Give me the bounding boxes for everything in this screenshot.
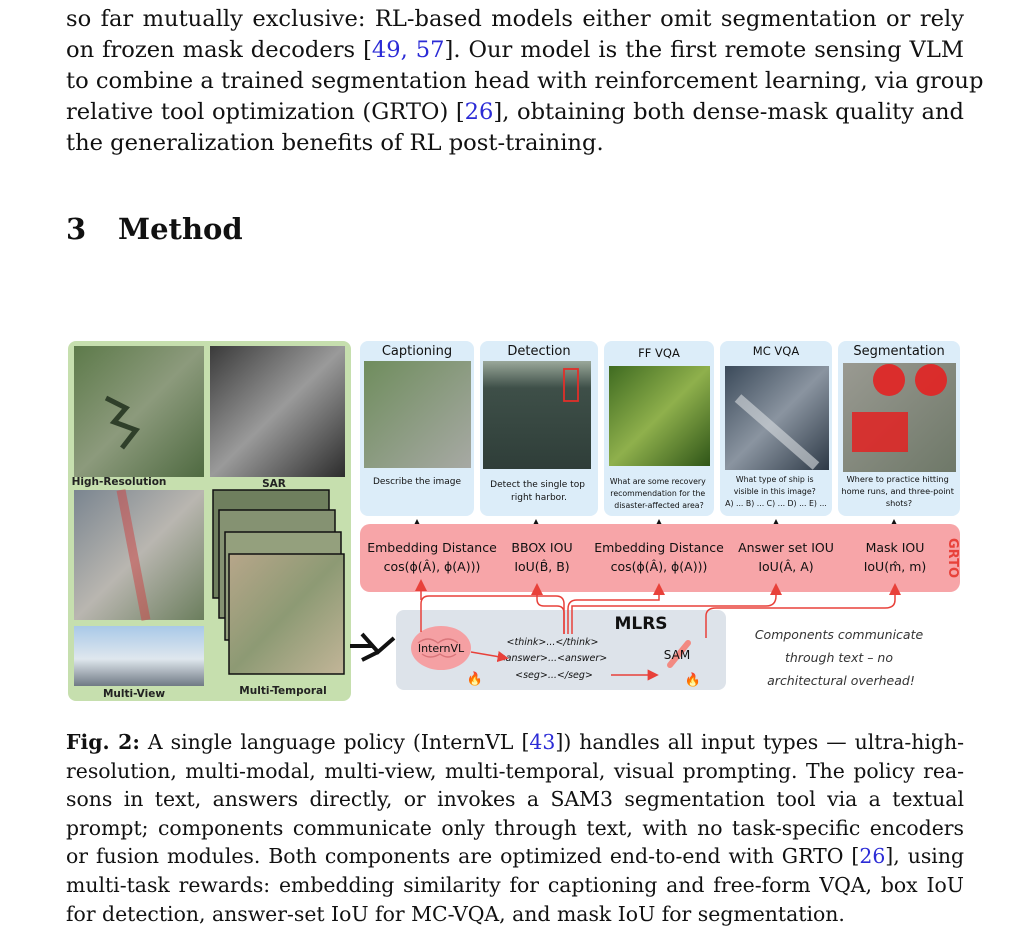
multi-view-image [74, 626, 204, 686]
formula-ffvqa: cos(ϕ(Â), ϕ(A))) [611, 559, 708, 574]
intro-line-4: relative tool optimization (GRTO) [26], … [66, 99, 964, 125]
multi-view-label: Multi-View [103, 688, 165, 700]
detection-prompt: Detect the single top right harbor. [490, 480, 588, 503]
detection-bbox [563, 368, 579, 402]
formula-segmentation: IoU(m̂, m) [864, 559, 927, 574]
token-tags: <think>...</think> <answer>...<answer> <… [498, 637, 611, 681]
policy-label: InternVL [418, 642, 465, 655]
grto-label: GRTO [945, 538, 960, 578]
captioning-prompt: Describe the image [373, 477, 462, 487]
sar-label: SAR [262, 478, 286, 490]
reward-mcvqa: Answer set IOU [738, 540, 834, 555]
intro-line-1: so far mutually exclusive: RL-based mode… [66, 6, 964, 32]
citation-link[interactable]: 26 [464, 99, 494, 125]
brain-icon [411, 626, 471, 670]
flame-icon: 🔥 [685, 672, 701, 688]
multi-temporal-label: Multi-Temporal [239, 685, 326, 697]
mcvqa-prompt: What type of ship is visible in this ima… [725, 475, 827, 508]
reward-captioning: Embedding Distance [367, 540, 497, 555]
tool-label: SAM [664, 648, 690, 662]
reward-band: Embedding Distance BBOX IOU Embedding Di… [360, 524, 960, 592]
intro-line-2: on frozen mask decoders [49, 57]. Our mo… [66, 37, 964, 63]
sam-pen-icon [667, 640, 691, 668]
section-heading: 3 Method [66, 212, 243, 246]
task-title-captioning: Captioning [382, 344, 452, 359]
method-figure: High-Resolution SAR Multi-View Multi-Tem… [66, 338, 966, 704]
policy-to-tags-arrow [470, 651, 509, 663]
input-modalities-panel: High-Resolution SAR Multi-View Multi-Tem… [68, 341, 351, 701]
caption-line-5: or fusion modules. Both components are o… [66, 844, 964, 869]
routing-arrows [415, 579, 901, 638]
architecture-note: Components communicate through text – no… [755, 627, 927, 688]
task-panels: Captioning Detection FF VQA MC VQA Segme… [360, 341, 960, 516]
reward-ffvqa: Embedding Distance [594, 540, 724, 555]
section-title: Method [118, 212, 243, 246]
mlrs-panel: MLRS InternVL 🔥 <think>...</think> <answ… [396, 610, 726, 690]
segmentation-mask [873, 364, 905, 396]
caption-line-2: resolution, multi-modal, multi-view, mul… [66, 758, 964, 783]
formula-detection: IoU(B̂, B) [514, 559, 569, 574]
mlrs-title: MLRS [614, 614, 667, 634]
sar-image [210, 346, 345, 477]
formula-captioning: cos(ϕ(Â), ϕ(A))) [384, 559, 481, 574]
mcvqa-image [725, 366, 829, 470]
segmentation-mask [852, 412, 908, 452]
caption-line-1: Fig. 2: A single language policy (Intern… [66, 730, 964, 754]
high-resolution-label: High-Resolution [72, 476, 167, 488]
reward-band-bg [360, 524, 960, 592]
caption-label: Fig. 2: [66, 730, 140, 754]
citation-link[interactable]: 49, 57 [371, 37, 445, 63]
figure-canvas: High-Resolution SAR Multi-View Multi-Tem… [68, 341, 960, 701]
segmentation-prompt: Where to practice hitting home runs, and… [841, 474, 956, 508]
multi-temporal-image [228, 553, 345, 675]
citation-link[interactable]: 26 [859, 844, 886, 869]
segmentation-mask [915, 364, 947, 396]
task-title-mcvqa: MC VQA [753, 344, 800, 358]
reward-detection: BBOX IOU [511, 540, 572, 555]
detection-image [483, 361, 591, 469]
ffvqa-image [609, 366, 710, 466]
task-title-segmentation: Segmentation [853, 344, 944, 359]
caption-line-3: sons in text, answers directly, or invok… [66, 787, 964, 812]
citation-link[interactable]: 43 [529, 730, 556, 754]
task-title-detection: Detection [507, 344, 570, 359]
figure-caption: Fig. 2: A single language policy (Intern… [66, 728, 964, 928]
formula-mcvqa: IoU(Â, A) [758, 559, 813, 574]
reward-segmentation: Mask IOU [866, 540, 925, 555]
caption-line-6: multi-task rewards: embedding similarity… [66, 872, 964, 897]
captioning-image [364, 361, 471, 468]
task-title-ffvqa: FF VQA [638, 346, 680, 360]
caption-line-4: prompt; components communicate only thro… [66, 815, 964, 840]
intro-line-5: the generalization benefits of RL post-t… [66, 130, 604, 156]
section-number: 3 [66, 212, 87, 246]
high-resolution-image [74, 346, 204, 477]
mlrs-panel-bg [396, 610, 726, 690]
intro-line-3: to combine a trained segmentation head w… [66, 68, 984, 94]
flame-icon: 🔥 [467, 671, 483, 687]
ffvqa-prompt: What are some recovery recommendation fo… [610, 477, 708, 510]
caption-line-7: for detection, answer-set IoU for MC-VQA… [66, 901, 845, 926]
input-arrow [350, 632, 396, 662]
intro-paragraph: so far mutually exclusive: RL-based mode… [66, 4, 984, 159]
